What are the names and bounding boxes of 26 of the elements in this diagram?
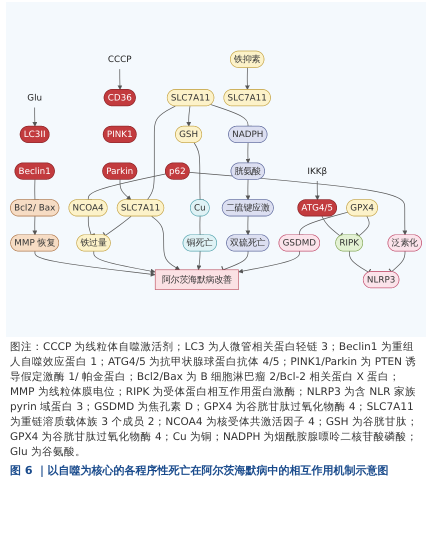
arrow [246,142,250,164]
arrow [118,68,122,90]
node-text: IKKβ [307,166,328,176]
arrow [189,172,408,236]
arrow [32,107,38,127]
arrow [32,216,38,236]
arrow [93,251,156,274]
arrow [238,251,300,274]
node-text: Glu [27,92,42,103]
pathway-diagram: CCCP 铁抑素 Glu CD36 SLC7A11 SLC7A11 LC3II PINK1 GSH NADPH Beclin1 Parkin p62 胱氨酸 IKKβ Bcl2/ Bax NCOA4 SLC7A11 Cu 二硫键应激 ATG4/5 GPX4 MMP 恢复 铁过量 铜死亡 双硫死亡 GSDMD RIPK 泛素化 阿尔茨海默病改善 NLRP3 [6,2,426,337]
arrow [246,179,250,200]
connector [194,142,204,201]
figure-note: 图注：CCCP 为线粒体自噬激活剂；LC3 为人微管相关蛋白轻链 3；Beclin1 为重组人自噬效应蛋白 1；ATG4/5 为抗甲状腺球蛋白抗体 4/5；PINK1/Parkin 为 PTEN 诱导假定激酶 1/ 帕金蛋白；Bcl2/Bax 为 B 细胞淋巴瘤 2/Bcl-2 相关蛋白 X 蛋白；MMP 为线粒体膜电位；RIPK 为受体蛋白相互作用蛋白激酶；NLRP3 为含 NLR 家族 pyrin 域蛋白 3；GSDMD 为焦孔素 D；GPX4 为谷胱甘肽过氧化物酶 4；SLC7A11 为重链溶质载体族 3 个成员 2；NCOA4 为核受体共激活因子 4；GSH 为谷胱甘肽；GPX4 为谷胱甘肽过氧化物酶 4；Cu 为铜；NADPH 为烟酰胺腺嘌呤二核苷酸磷酸；Glu 为谷氨酸。 [10,340,419,460]
connector [146,106,176,200]
arrow [244,67,250,90]
node-box [154,270,239,290]
connector [87,216,96,237]
arrow [186,106,192,127]
arrow [196,251,202,270]
arrow [246,216,250,236]
arrow [120,179,132,200]
arrow [151,216,180,270]
figure-caption: 图 6 ｜以自噬为核心的各程序性死亡在阿尔茨海默病中的相互作用机制示意图 [10,463,390,478]
arrow [314,180,320,200]
node-text: CCCP [108,54,132,64]
arrow [34,251,156,277]
